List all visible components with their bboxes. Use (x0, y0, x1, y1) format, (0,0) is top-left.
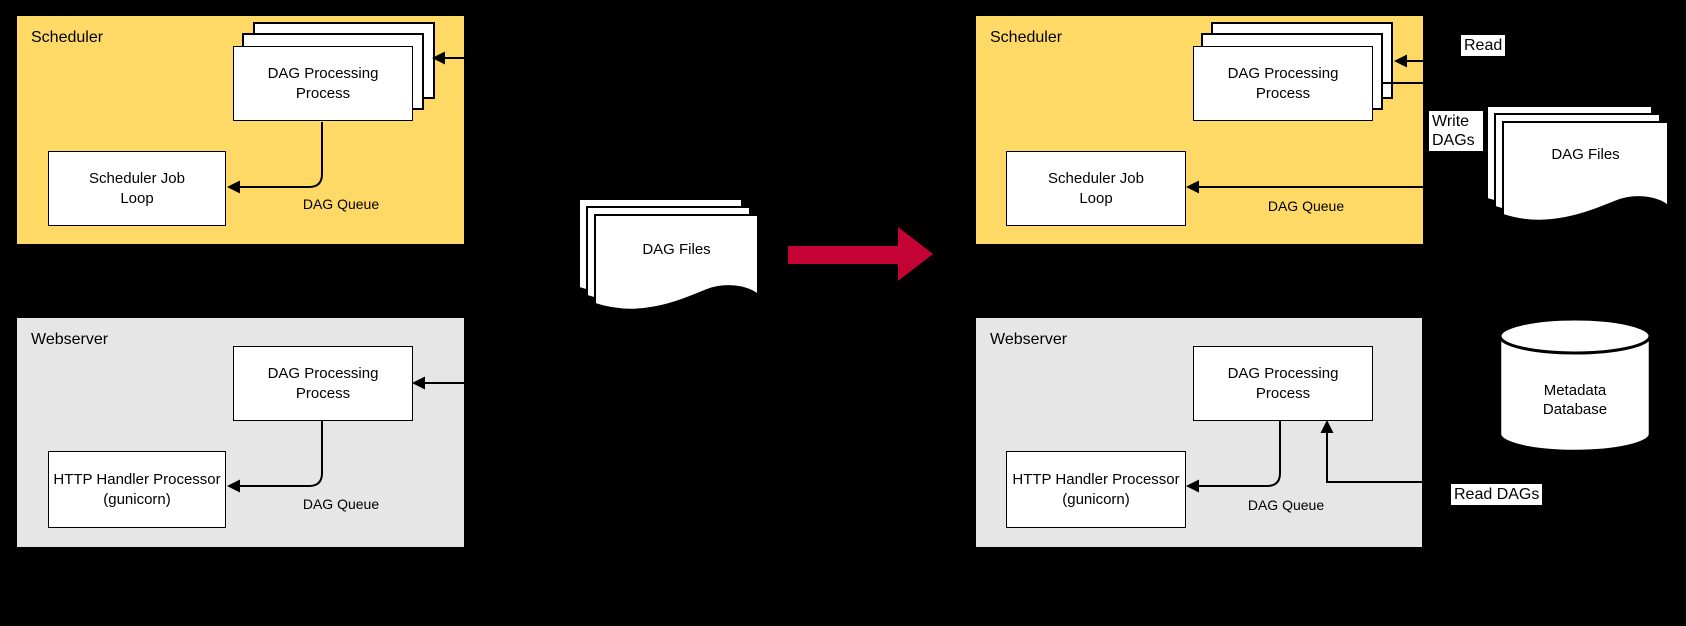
right-dag-files-label: DAG Files (1551, 146, 1620, 163)
read-dags-label: Read DAGs (1451, 484, 1543, 506)
transition-arrow-icon (788, 227, 933, 281)
left-scheduler-title: Scheduler (31, 29, 104, 46)
right-webserver-title: Webserver (990, 331, 1068, 348)
left-webserver-dag-queue-label: DAG Queue (302, 496, 380, 512)
right-scheduler-job-loop-label: Scheduler Job Loop (1048, 170, 1144, 207)
right-webserver-http-handler-box: HTTP Handler Processor (gunicorn) (1006, 451, 1186, 528)
left-scheduler-dag-queue-label: DAG Queue (302, 196, 380, 212)
right-scheduler-title: Scheduler (990, 29, 1063, 46)
right-scheduler-dag-processing-label: DAG Processing Process (1227, 65, 1339, 102)
left-scheduler-panel: Scheduler DAG Processing Process Schedul… (16, 15, 465, 245)
right-scheduler-job-loop-box: Scheduler Job Loop (1006, 151, 1186, 226)
right-scheduler-panel: Scheduler DAG Processing Process Schedul… (975, 15, 1424, 245)
left-webserver-dag-processing-box: DAG Processing Process (233, 346, 413, 421)
right-webserver-http-handler-label: HTTP Handler Processor (gunicorn) (1012, 471, 1180, 508)
metadata-database-label: Metadata Database (1542, 382, 1608, 418)
left-webserver-title: Webserver (31, 331, 109, 348)
left-scheduler-job-loop-label: Scheduler Job Loop (89, 170, 185, 207)
left-webserver-http-handler-box: HTTP Handler Processor (gunicorn) (48, 451, 226, 528)
left-webserver-dag-processing-label: DAG Processing Process (267, 365, 379, 402)
right-webserver-dag-processing-box: DAG Processing Process (1193, 346, 1373, 421)
left-scheduler-job-loop-box: Scheduler Job Loop (48, 151, 226, 226)
read-label: Read (1461, 35, 1506, 57)
left-scheduler-dag-processing-box: DAG Processing Process (233, 46, 413, 121)
left-scheduler-dag-processing-label: DAG Processing Process (267, 65, 379, 102)
right-webserver-dag-processing-label: DAG Processing Process (1227, 365, 1339, 402)
right-scheduler-dag-queue-label: DAG Queue (1267, 198, 1345, 214)
right-scheduler-dag-processing-box: DAG Processing Process (1193, 46, 1373, 121)
write-dags-label: Write DAGs (1429, 111, 1483, 152)
right-webserver-dag-queue-label: DAG Queue (1247, 497, 1325, 513)
left-webserver-http-handler-label: HTTP Handler Processor (gunicorn) (53, 471, 221, 508)
right-webserver-panel: Webserver DAG Processing Process HTTP Ha… (975, 317, 1423, 548)
middle-dag-files-label: DAG Files (642, 241, 711, 258)
left-webserver-panel: Webserver DAG Processing Process HTTP Ha… (16, 317, 465, 548)
